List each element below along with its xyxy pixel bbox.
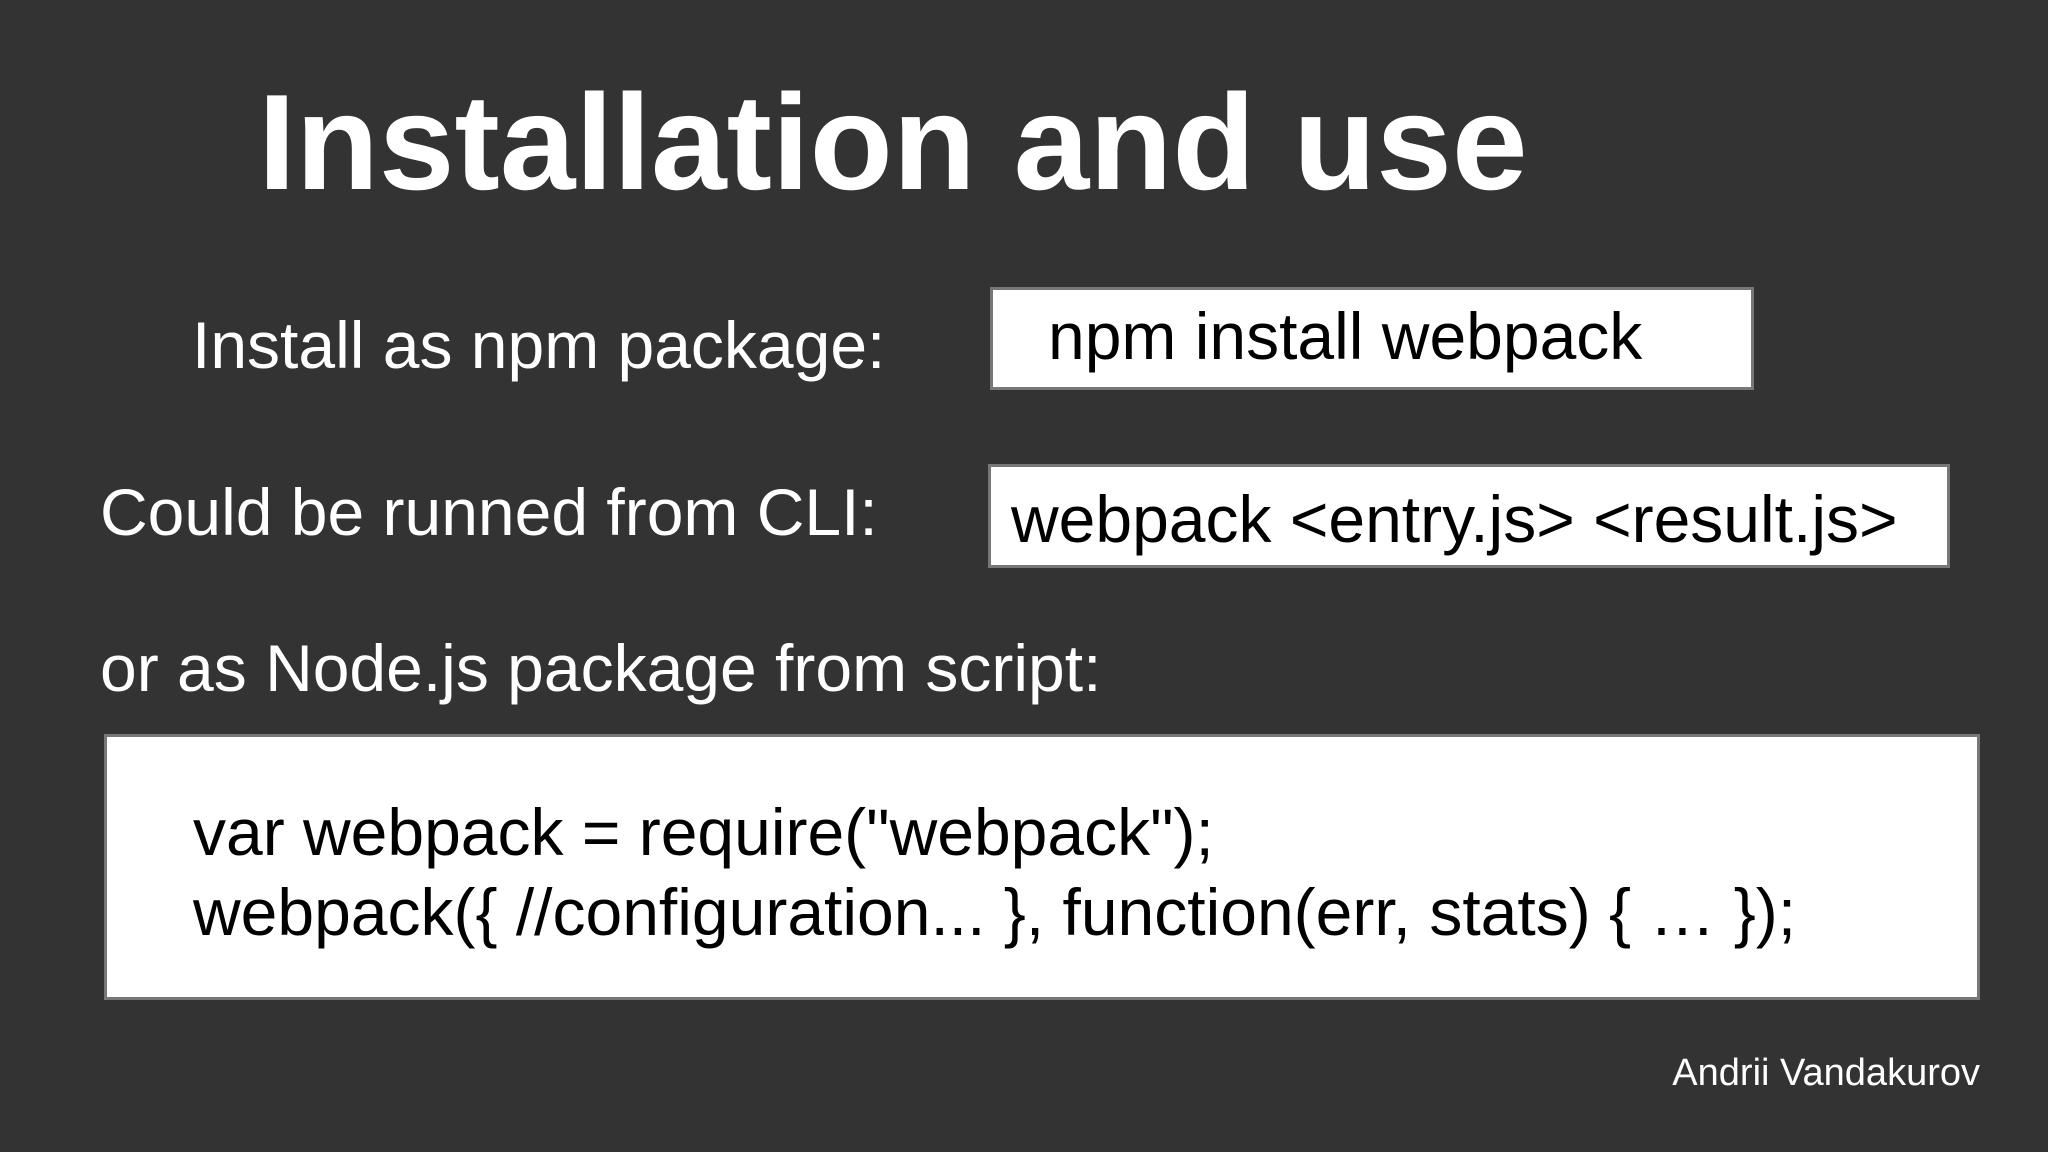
script-code-box: var webpack = require("webpack"); webpac… <box>104 734 1980 1000</box>
install-command-box: npm install webpack <box>990 287 1754 390</box>
install-command: npm install webpack <box>1048 299 1643 373</box>
cli-label: Could be runned from CLI: <box>100 475 878 549</box>
script-line-require: var webpack = require("webpack"); <box>193 795 1214 869</box>
script-line-call: webpack({ //configuration... }, function… <box>193 875 1797 949</box>
slide-title: Installation and use <box>258 66 1528 218</box>
cli-command-box: webpack <entry.js> <result.js> <box>988 464 1950 568</box>
author-credit: Andrii Vandakurov <box>1672 1052 1980 1094</box>
cli-command: webpack <entry.js> <result.js> <box>1011 482 1898 556</box>
install-label: Install as npm package: <box>192 308 886 382</box>
node-label: or as Node.js package from script: <box>100 631 1102 705</box>
